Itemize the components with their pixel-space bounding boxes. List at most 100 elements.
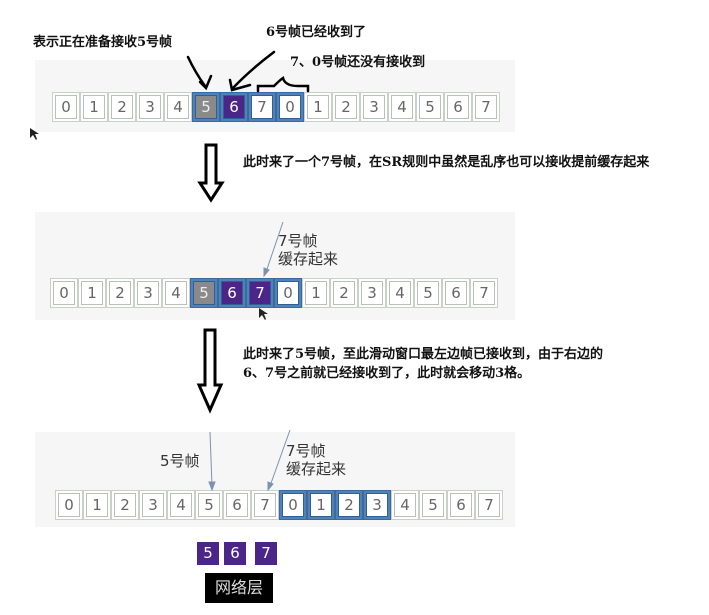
frame-cell: 1 [304,92,332,122]
cursor-icon [30,128,39,140]
frame-number: 0 [277,281,299,305]
frame-number: 4 [394,493,416,517]
frame-cell: 4 [162,278,190,308]
frame-number: 1 [81,281,103,305]
frame-number: 6 [226,493,248,517]
pointer-line-stage2 [265,221,284,273]
frame-number: 7 [254,493,276,517]
frame-number: 7 [478,493,500,517]
frame-number: 0 [58,493,80,517]
frame-number: 3 [361,281,383,305]
frame-cell: 1 [78,278,106,308]
frame-number: 6 [450,493,472,517]
stage3-frame5-label: 5号帧 [160,452,200,470]
frame-cell: 4 [391,490,419,520]
stage2-frame7-label: 7号帧缓存起来 [278,232,338,268]
frame-number: 4 [167,95,189,119]
cursor-icon [259,308,268,320]
handdrawn-arrow-to-6 [230,50,276,91]
label-line: 7号帧 [286,442,326,460]
note-expecting-frame5: 表示正在准备接收5号帧 [33,35,173,50]
frame-cell: 6 [447,490,475,520]
frame-number: 5 [422,493,444,517]
down-arrow-icon [197,143,225,203]
frame-cell: 2 [111,490,139,520]
frame-number: 7 [473,281,495,305]
down-arrow-icon [196,328,224,414]
frame-number: 2 [111,95,133,119]
step1-explanation: 此时来了一个7号帧，在SR规则中虽然是乱序也可以接收提前缓存起来 [243,155,650,170]
frame-number: 2 [333,281,355,305]
frame-cell: 7 [470,278,498,308]
frame-number: 6 [445,281,467,305]
frame-number: 7 [475,95,497,119]
frame-number: 1 [310,493,332,517]
frame-number: 3 [137,281,159,305]
frame-number: 0 [53,281,75,305]
frame-number: 2 [114,493,136,517]
frame-cell: 7 [472,92,500,122]
frame-number: 6 [221,281,243,305]
frame-number: 3 [366,493,388,517]
frame-cell: 3 [136,92,164,122]
frame-cell: 4 [164,92,192,122]
frame-cell: 1 [83,490,111,520]
label-line: 7号帧 [278,232,318,250]
frame-cell: 0 [274,278,302,308]
frame-cell: 2 [332,92,360,122]
frame-cell: 1 [302,278,330,308]
frame-number: 5 [419,95,441,119]
frame-cell: 5 [419,490,447,520]
frame-cell: 5 [190,278,218,308]
frame-cell: 1 [307,490,335,520]
frame-cell: 6 [218,278,246,308]
frame-cell: 2 [330,278,358,308]
frame-cell: 3 [358,278,386,308]
frame-number: 5 [417,281,439,305]
frame-cell: 6 [442,278,470,308]
delivered-frame-6: 6 [224,542,246,565]
network-layer-box: 网络层 [205,573,273,603]
frame-number: 3 [142,493,164,517]
frame-number: 5 [193,281,215,305]
frame-number: 5 [195,95,217,119]
label-line: 缓存起来 [286,460,347,478]
frame-number: 1 [86,493,108,517]
frame-cell: 6 [223,490,251,520]
frame-number: 5 [198,493,220,517]
hand-drawn-marks [186,50,310,93]
frame-number: 0 [55,95,77,119]
frame-number: 0 [282,493,304,517]
frame-number: 4 [391,95,413,119]
handdrawn-bracket-7-0 [256,75,310,93]
stage3-frame7-label: 7号帧缓存起来 [286,442,346,478]
frame-number: 2 [335,95,357,119]
frame-cell: 2 [106,278,134,308]
frame-number: 4 [170,493,192,517]
frame-cell: 3 [139,490,167,520]
frame-cell: 0 [50,278,78,308]
frame-cell: 3 [134,278,162,308]
frame-number: 1 [305,281,327,305]
label-line: 缓存起来 [278,250,339,268]
frame-cell: 7 [475,490,503,520]
frame-cell: 0 [276,92,304,122]
frame-number: 3 [139,95,161,119]
frame-cell: 4 [386,278,414,308]
frame-cell: 0 [52,92,80,122]
delivered-frame-7: 7 [255,542,277,565]
step2-explanation: 此时来了5号帧，至此滑动窗口最左边帧已接收到，由于右边的6、7号之前就已经接收到… [243,347,604,381]
frame-cell: 3 [363,490,391,520]
frame-cell: 0 [55,490,83,520]
frame-number: 7 [251,95,273,119]
frame-cell: 5 [414,278,442,308]
frame-cell: 4 [167,490,195,520]
handdrawn-arrow-to-5 [186,55,207,88]
frame-number: 3 [363,95,385,119]
pointer-line-frame5 [209,431,213,487]
delivered-frame-5: 5 [197,542,219,565]
frame-cell: 5 [192,92,220,122]
frame-number: 1 [83,95,105,119]
